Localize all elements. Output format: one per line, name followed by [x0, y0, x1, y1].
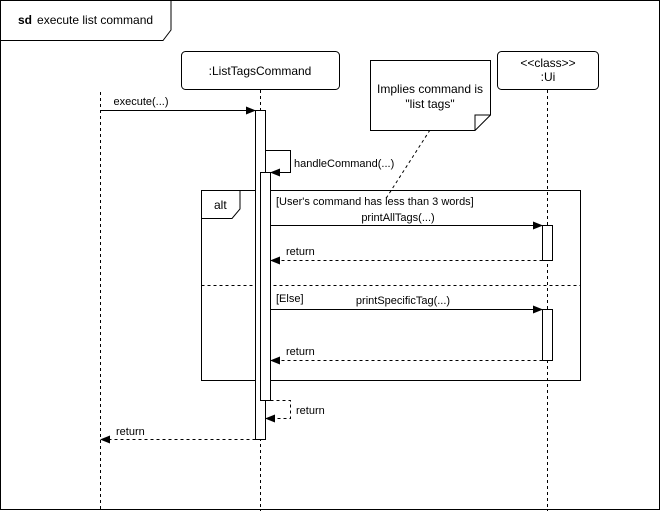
return-print-specific-tag-label: return: [286, 346, 315, 358]
frame-keyword: sd: [18, 13, 32, 27]
lifeline-ui-stereotype: <<class>>: [520, 56, 575, 70]
return-handle-command-label: return: [296, 405, 325, 417]
note-line-2: "list tags": [405, 97, 454, 111]
return-handle-command: return: [265, 400, 325, 423]
lifeline-ui: <<class>> :Ui: [497, 51, 599, 511]
alt-guard-1: [User's command has less than 3 words]: [276, 196, 474, 208]
note-connector: [384, 129, 431, 201]
message-print-specific-tag-label: printSpecificTag(...): [356, 295, 450, 307]
note-line-1: Implies command is: [377, 82, 483, 96]
return-execute: return: [100, 426, 256, 444]
message-print-all-tags: printAllTags(...): [270, 212, 543, 230]
alt-guard-2: [Else]: [276, 293, 304, 305]
activation-ui-print-all: [542, 225, 553, 261]
message-print-specific-tag: printSpecificTag(...): [270, 295, 543, 314]
note: Implies command is "list tags": [370, 60, 491, 131]
return-print-all-tags-label: return: [286, 246, 315, 258]
lifeline-ui-label: :Ui: [541, 70, 556, 84]
lifeline-list-tags-command: :ListTagsCommand: [181, 51, 340, 511]
activation-command-handle: [260, 172, 271, 401]
frame-title: execute list command: [37, 13, 153, 27]
alt-keyword: alt: [214, 198, 227, 212]
message-handle-command: handleCommand(...): [265, 150, 394, 177]
message-handle-command-label: handleCommand(...): [294, 158, 394, 170]
return-execute-label: return: [116, 426, 145, 438]
lifeline-command-label: :ListTagsCommand: [209, 64, 312, 78]
sd-frame-label: sd execute list command: [18, 13, 153, 27]
return-print-all-tags: return: [270, 246, 543, 265]
message-execute-label: execute(...): [113, 96, 168, 108]
message-print-all-tags-label: printAllTags(...): [361, 212, 434, 224]
alt-fragment: alt [User's command has less than 3 word…: [201, 190, 581, 381]
activation-ui-print-specific: [542, 309, 553, 361]
message-execute: execute(...): [100, 96, 256, 115]
return-print-specific-tag: return: [270, 346, 543, 365]
